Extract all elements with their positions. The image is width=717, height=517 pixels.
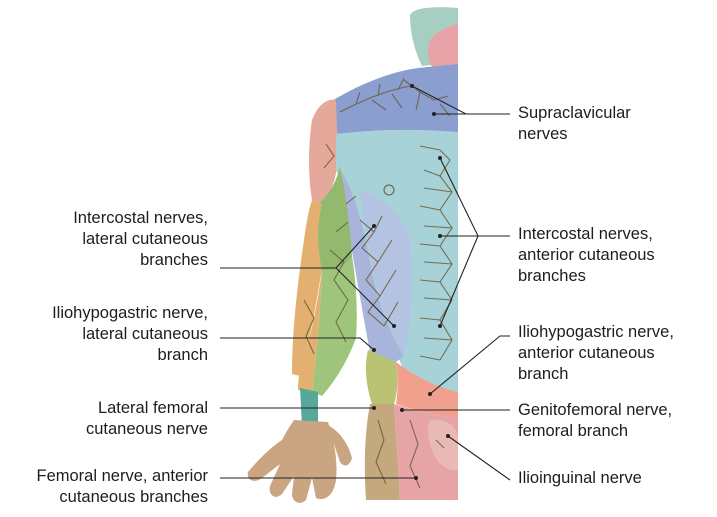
hand-zone — [248, 420, 337, 503]
leader-dot — [372, 224, 376, 228]
thigh-lateral-zone — [365, 404, 400, 500]
leader-dot — [438, 156, 442, 160]
label-iliohypogastric-anterior: Iliohypogastric nerve, anterior cutaneou… — [518, 322, 674, 385]
leader-dot — [372, 406, 376, 410]
label-iliohypogastric-lateral: Iliohypogastric nerve, lateral cutaneous… — [52, 303, 208, 366]
label-ilioinguinal: Ilioinguinal nerve — [518, 468, 642, 489]
leader-dot — [392, 324, 396, 328]
leader-dot — [414, 476, 418, 480]
leader-dot — [432, 112, 436, 116]
label-lateral-femoral: Lateral femoral cutaneous nerve — [86, 398, 208, 440]
leader-dot — [410, 84, 414, 88]
wrist-teal-zone — [300, 388, 318, 426]
label-femoral-anterior: Femoral nerve, anterior cutaneous branch… — [37, 466, 209, 508]
leader-dot — [438, 234, 442, 238]
head-neck-region — [410, 7, 458, 74]
leader-dot — [428, 392, 432, 396]
leader-dot — [438, 324, 442, 328]
leader-dot — [446, 434, 450, 438]
leader-dot — [400, 408, 404, 412]
label-supraclavicular-nerves: Supraclavicular nerves — [518, 103, 631, 145]
leader-dot — [372, 348, 376, 352]
label-genitofemoral: Genitofemoral nerve, femoral branch — [518, 400, 672, 442]
label-intercostal-anterior: Intercostal nerves, anterior cutaneous b… — [518, 224, 655, 287]
label-intercostal-lateral: Intercostal nerves, lateral cutaneous br… — [73, 208, 208, 271]
